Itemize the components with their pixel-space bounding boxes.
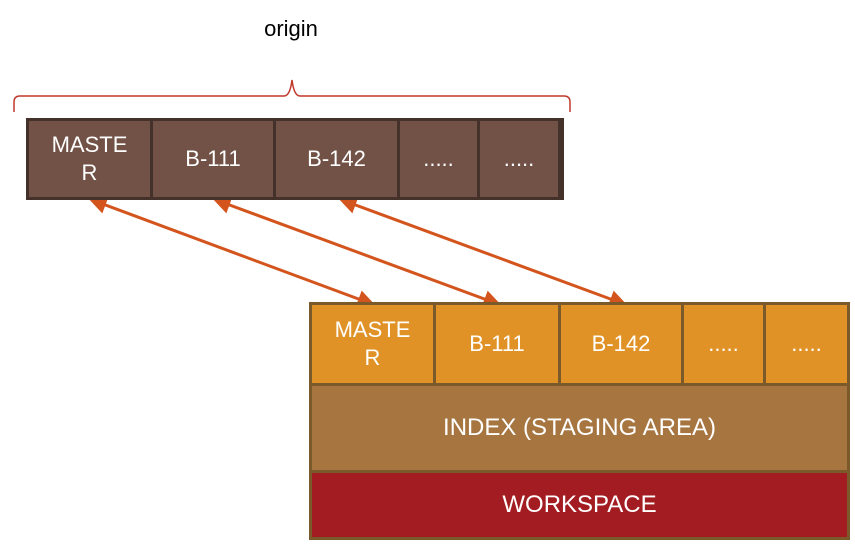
sync-arrow-master xyxy=(88,196,376,308)
remote-branch-b142: B-142 xyxy=(276,121,397,197)
local-repository: MASTE R B-111 B-142 ..... ..... INDEX (S… xyxy=(309,302,850,540)
origin-brace xyxy=(13,79,571,112)
remote-branch-more-1-label: ..... xyxy=(423,146,454,171)
index-staging-area: INDEX (STAGING AREA) xyxy=(312,386,847,470)
remote-branch-master-label: MASTE R xyxy=(51,132,128,185)
origin-label: origin xyxy=(264,16,318,41)
remote-branch-row: MASTE R B-111 B-142 ..... ..... xyxy=(26,118,564,200)
sync-arrow-b142 xyxy=(338,196,628,308)
local-branch-more-1-label: ..... xyxy=(708,331,739,356)
local-branch-b111-label: B-111 xyxy=(469,331,525,356)
remote-branch-b142-label: B-142 xyxy=(307,146,366,171)
local-branch-b142: B-142 xyxy=(561,305,681,383)
remote-branch-master: MASTE R xyxy=(29,121,150,197)
local-branch-more-1: ..... xyxy=(684,305,763,383)
remote-branch-more-2: ..... xyxy=(480,121,558,197)
local-branch-more-2-label: ..... xyxy=(791,331,822,356)
local-branch-b142-label: B-142 xyxy=(591,331,651,356)
remote-branch-more-2-label: ..... xyxy=(503,146,535,171)
remote-branch-b111: B-111 xyxy=(153,121,273,197)
local-branch-b111: B-111 xyxy=(436,305,558,383)
local-branch-row: MASTE R B-111 B-142 ..... ..... xyxy=(312,305,847,383)
workspace-label: WORKSPACE xyxy=(502,491,657,518)
workspace: WORKSPACE xyxy=(312,473,847,537)
index-staging-area-label: INDEX (STAGING AREA) xyxy=(443,414,716,441)
remote-branch-b111-label: B-111 xyxy=(185,146,241,171)
local-branch-more-2: ..... xyxy=(766,305,847,383)
local-branch-master-label: MASTE R xyxy=(334,317,411,370)
local-branch-master: MASTE R xyxy=(312,305,433,383)
sync-arrow-b111 xyxy=(212,196,502,308)
remote-branch-more-1: ..... xyxy=(400,121,477,197)
